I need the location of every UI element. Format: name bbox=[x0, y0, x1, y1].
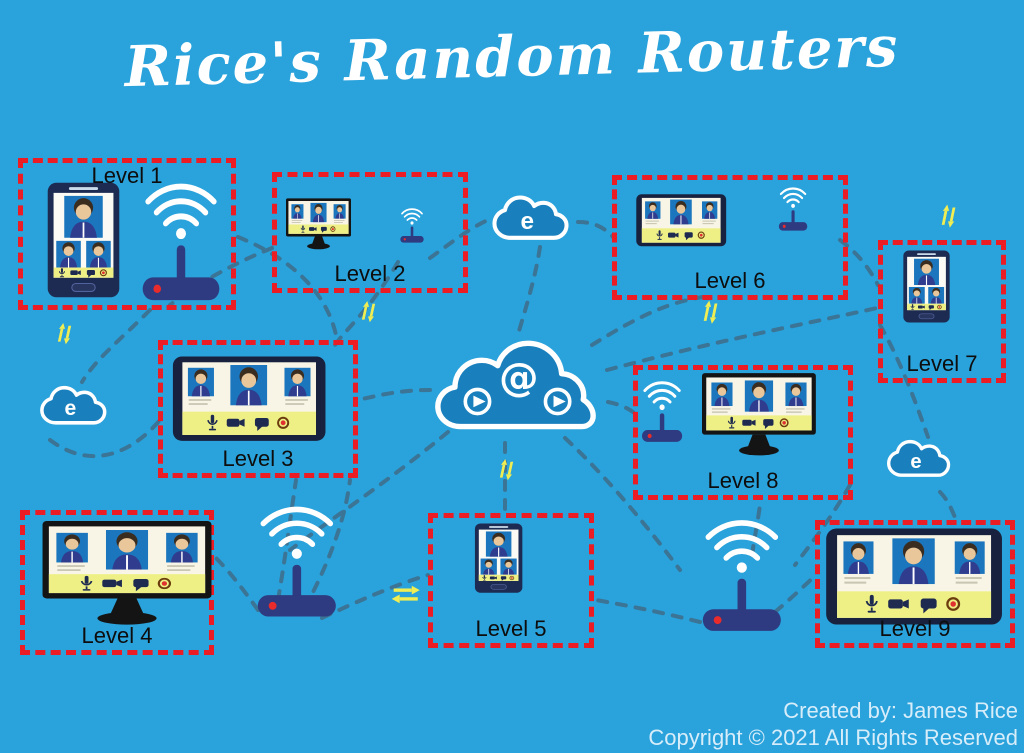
wifi-router-icon bbox=[250, 505, 356, 631]
level-label: Level 8 bbox=[707, 468, 779, 493]
level-4-box[interactable]: Level 4 bbox=[20, 510, 214, 655]
level-label: Level 2 bbox=[334, 261, 406, 286]
level-8-box[interactable]: Level 8 bbox=[633, 365, 853, 500]
tablet-icon bbox=[824, 528, 999, 624]
level-label: Level 1 bbox=[91, 163, 163, 188]
transfer-arrows-icon bbox=[936, 203, 966, 237]
smartphone-icon bbox=[47, 182, 120, 298]
level-label: Level 4 bbox=[81, 623, 153, 648]
level-label: Level 9 bbox=[879, 616, 951, 641]
tablet-icon bbox=[636, 193, 760, 265]
level-5-box[interactable]: Level 5 bbox=[428, 513, 594, 648]
wifi-router-icon bbox=[135, 183, 227, 301]
level-9-box[interactable]: Level 9 bbox=[815, 520, 1015, 648]
level-label: Level 6 bbox=[694, 268, 766, 293]
transfer-arrows-icon bbox=[52, 322, 82, 354]
smartphone-icon bbox=[472, 523, 545, 629]
cloud-e-icon bbox=[885, 437, 967, 490]
level-7-box[interactable]: Level 7 bbox=[878, 240, 1006, 383]
transfer-arrows-icon bbox=[356, 300, 386, 332]
transfer-arrows-icon bbox=[494, 458, 524, 490]
transfer-arrows-horizontal-icon bbox=[391, 583, 427, 611]
credit-text: Created by: James Rice Copyright © 2021 … bbox=[648, 698, 1018, 751]
credit-copyright: Copyright © 2021 All Rights Reserved bbox=[648, 724, 1018, 750]
tablet-icon bbox=[172, 356, 334, 446]
credit-author: Created by: James Rice bbox=[783, 698, 1018, 724]
cloud-internet-icon bbox=[432, 337, 608, 443]
cloud-e-icon bbox=[38, 383, 122, 437]
level-2-box[interactable]: Level 2 bbox=[272, 172, 468, 293]
level-3-box[interactable]: Level 3 bbox=[158, 340, 358, 478]
cloud-e-icon bbox=[490, 192, 580, 250]
desktop-monitor-icon bbox=[702, 373, 837, 473]
transfer-arrows-icon bbox=[698, 299, 728, 333]
level-label: Level 7 bbox=[906, 351, 978, 376]
level-6-box[interactable]: Level 6 bbox=[612, 175, 848, 300]
level-1-box[interactable]: Level 1 bbox=[18, 158, 236, 310]
wifi-router-icon bbox=[776, 185, 840, 267]
desktop-monitor-icon bbox=[28, 521, 206, 633]
level-label: Level 5 bbox=[475, 616, 547, 641]
smartphone-icon bbox=[902, 250, 972, 358]
wifi-router-icon bbox=[695, 518, 801, 645]
level-label: Level 3 bbox=[222, 446, 294, 471]
